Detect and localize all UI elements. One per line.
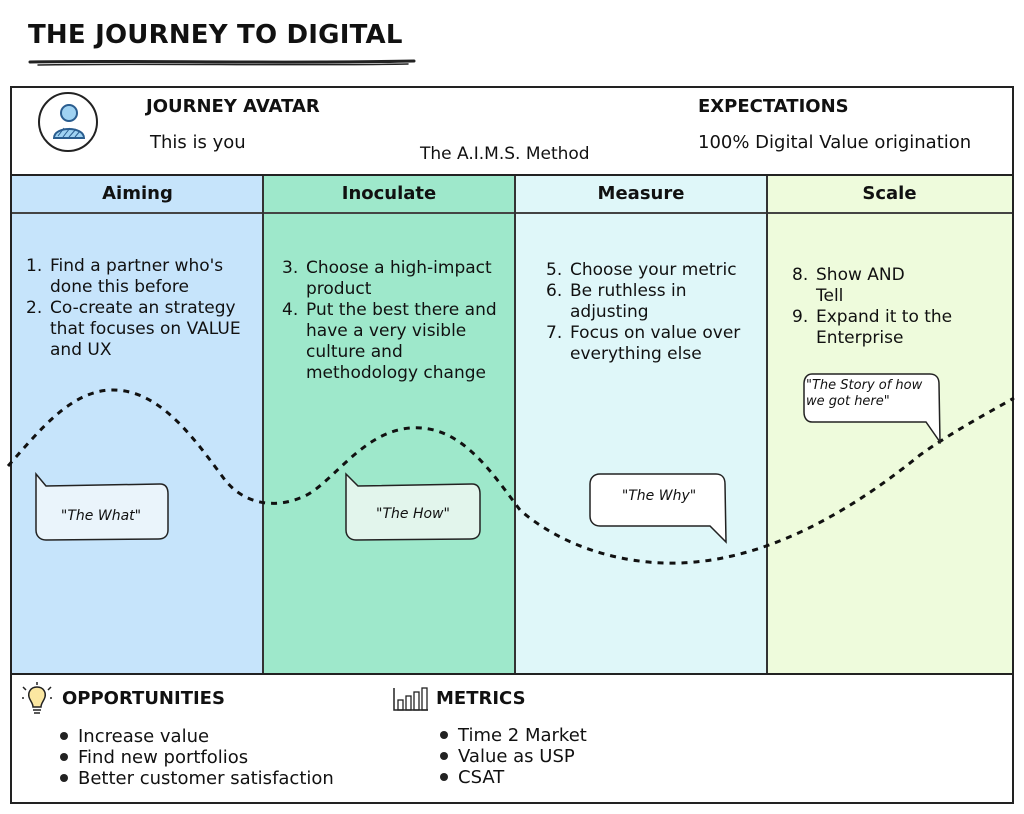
list-item: Time 2 Market — [438, 725, 587, 746]
bottom-divider — [10, 673, 1014, 675]
lightbulb-icon — [22, 682, 52, 714]
method-label: The A.I.M.S. Method — [420, 144, 590, 164]
speech-bubble-story: "The Story of how we got here" — [802, 372, 944, 444]
list-item: CSAT — [438, 767, 587, 788]
column-title-measure: Measure — [515, 176, 767, 214]
page-title: THE JOURNEY TO DIGITAL — [28, 20, 403, 50]
list-item: 9.Expand it to the Enterprise — [792, 307, 953, 348]
opportunities-title: OPPORTUNITIES — [62, 688, 225, 709]
avatar-text: This is you — [150, 132, 246, 153]
column-divider — [514, 176, 516, 673]
speech-bubble-shape — [35, 472, 169, 541]
list-item: Value as USP — [438, 746, 587, 767]
expectations-text: 100% Digital Value origination — [698, 132, 972, 153]
speech-bubble-shape — [589, 473, 727, 544]
speech-bubble-shape — [345, 472, 481, 541]
list-item: 6.Be ruthless in adjusting — [546, 281, 687, 322]
column-title-inoculate: Inoculate — [263, 176, 515, 214]
diagram-frame — [10, 86, 1014, 804]
expectations-label: EXPECTATIONS — [698, 96, 849, 117]
list-item: 7.Focus on value over everything else — [546, 323, 741, 364]
column-inoculate: Inoculate — [263, 176, 515, 673]
list-item: Find new portfolios — [58, 747, 334, 768]
column-divider — [262, 176, 264, 673]
metrics-title: METRICS — [436, 688, 526, 709]
steps-measure: 5.Choose your metric 6.Be ruthless in ad… — [546, 260, 766, 365]
column-title-scale: Scale — [767, 176, 1012, 214]
list-item: Increase value — [58, 726, 334, 747]
steps-scale: 8.Show AND Tell 9.Expand it to the Enter… — [792, 265, 1002, 349]
speech-bubble-how: "The How" — [342, 472, 484, 542]
avatar-label: JOURNEY AVATAR — [146, 96, 320, 117]
column-scale: Scale — [767, 176, 1012, 673]
list-item: 2.Co-create an strategy that focuses on … — [26, 298, 241, 360]
list-item: 3.Choose a high-impact product — [282, 258, 492, 299]
header-row: JOURNEY AVATAR This is you The A.I.M.S. … — [10, 86, 1014, 174]
list-item: 1.Find a partner who's done this before — [26, 256, 224, 297]
title-underline — [28, 59, 416, 66]
column-title-aiming: Aiming — [12, 176, 263, 214]
column-measure: Measure — [515, 176, 767, 673]
person-icon — [52, 104, 86, 139]
steps-aiming: 1.Find a partner who's done this before … — [26, 256, 258, 361]
speech-bubble-what: "The What" — [32, 472, 170, 542]
header-divider — [10, 174, 1014, 176]
avatar — [38, 92, 98, 152]
list-item: 8.Show AND Tell — [792, 265, 905, 306]
opportunities-list: Increase value Find new portfolios Bette… — [58, 726, 334, 789]
bar-chart-icon — [393, 687, 428, 711]
column-aiming: Aiming — [12, 176, 263, 673]
steps-inoculate: 3.Choose a high-impact product 4.Put the… — [282, 258, 510, 384]
speech-bubble-why: "The Why" — [588, 472, 730, 544]
list-item: Better customer satisfaction — [58, 768, 334, 789]
list-item: 5.Choose your metric — [546, 260, 737, 280]
metrics-list: Time 2 Market Value as USP CSAT — [438, 725, 587, 788]
list-item: 4.Put the best there and have a very vis… — [282, 300, 497, 383]
column-divider — [766, 176, 768, 673]
speech-bubble-shape — [803, 373, 941, 444]
